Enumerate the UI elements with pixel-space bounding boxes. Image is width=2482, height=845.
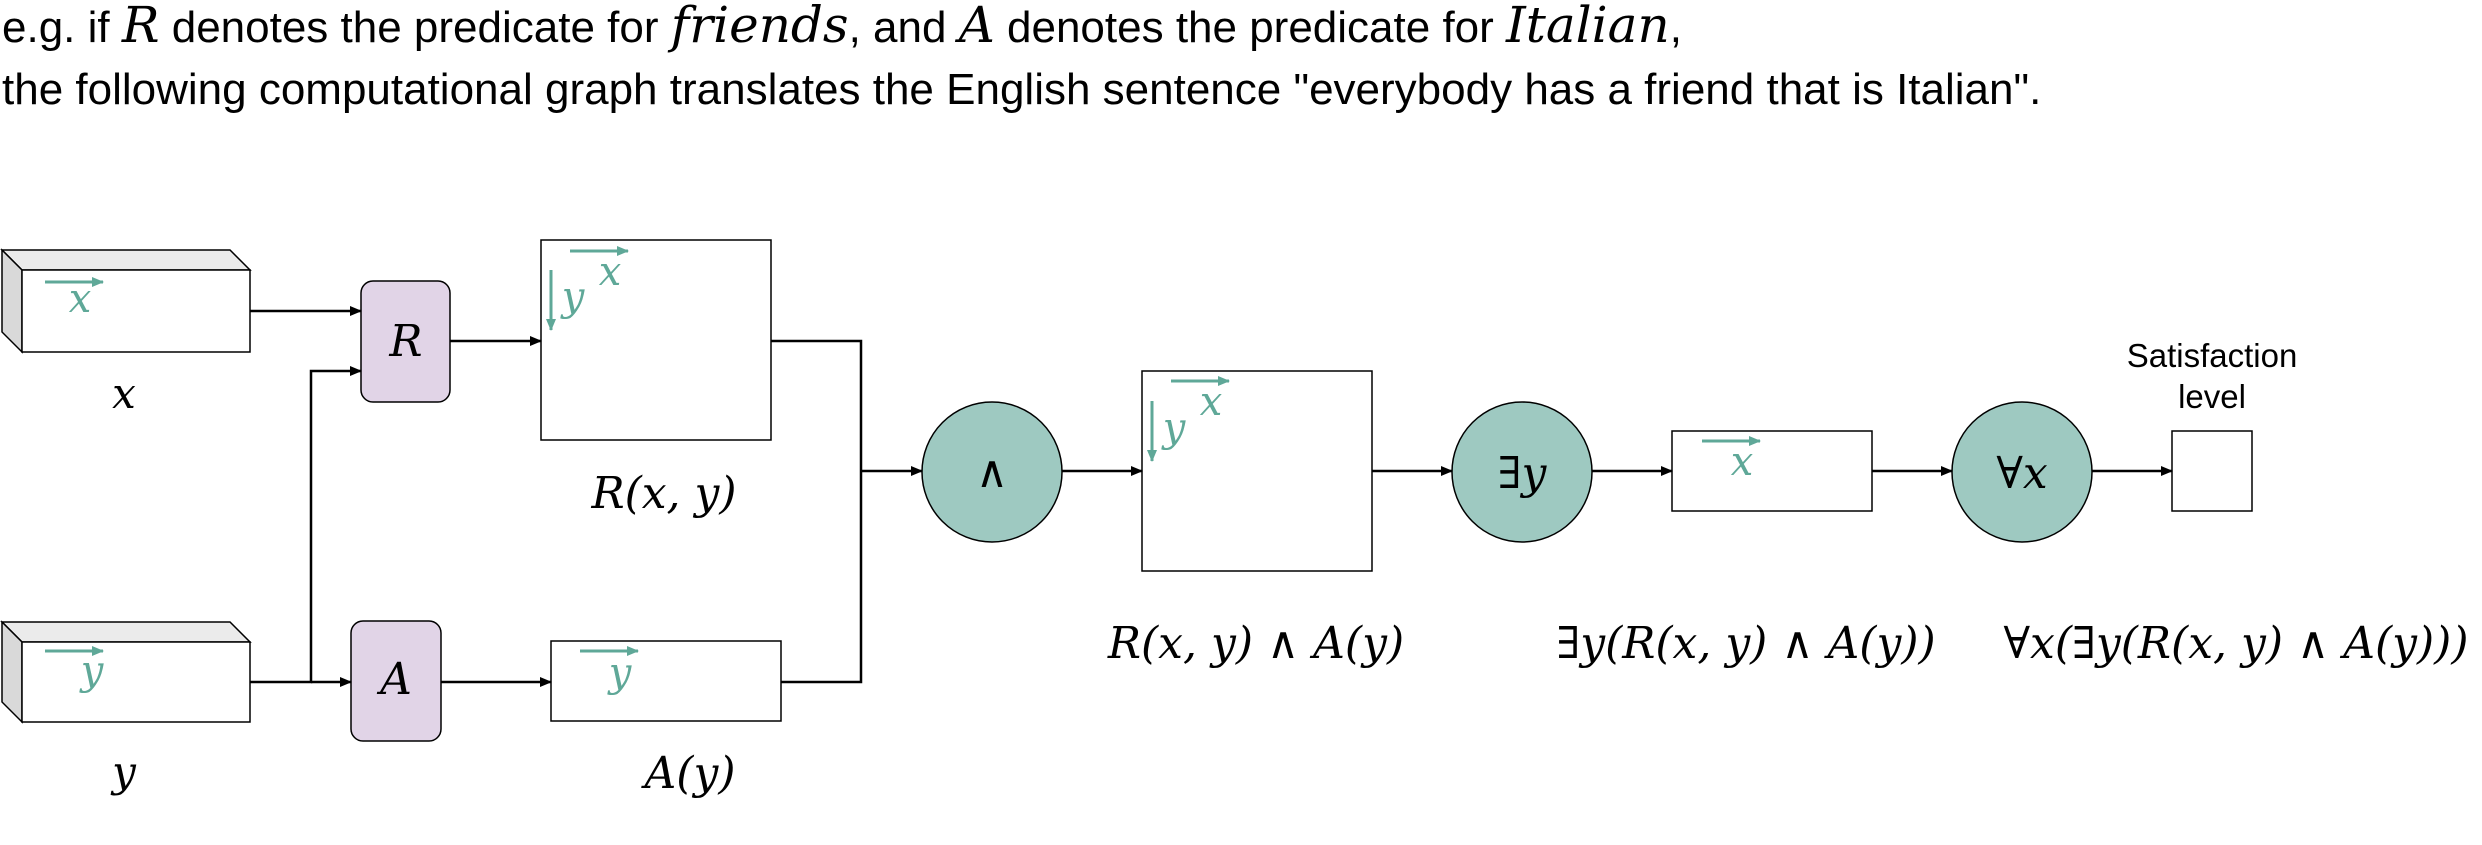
- tensor-ay-label: A(y): [641, 748, 736, 799]
- connectors: [250, 306, 2173, 687]
- and-y-axis-label: y: [1161, 405, 1187, 451]
- predicate-r-symbol: R: [388, 316, 422, 367]
- input-y-box: [0, 620, 252, 724]
- tensor-and-output: [1141, 370, 1373, 572]
- satisfaction-label-line-1: Satisfaction: [2127, 337, 2298, 374]
- input-x-axis-label: x: [69, 276, 92, 322]
- input-y-label: y: [110, 747, 137, 796]
- caption-line-2: the following computational graph transl…: [2, 65, 2041, 114]
- edge-merge: [771, 339, 863, 684]
- tensor-ay: [550, 640, 782, 722]
- satisfaction-level-box: [2171, 430, 2253, 512]
- tensor-forall-label: ∀x(∃y(R(x, y) ∧ A(y))): [2003, 618, 2468, 669]
- and-operator-symbol: ∧: [976, 447, 1008, 498]
- caption-line-1: e.g. if R denotes the predicate for frie…: [2, 0, 1682, 54]
- edge-y-to-r: [250, 366, 362, 684]
- satisfaction-label-line-2: level: [2178, 378, 2246, 415]
- rxy-y-axis-label: y: [560, 274, 586, 320]
- forall-operator-symbol: ∀x: [1996, 448, 2048, 499]
- exists-x-axis-label: x: [1731, 439, 1754, 485]
- tensor-exists-output: [1671, 430, 1873, 512]
- input-y-axis-label: y: [79, 648, 105, 694]
- tensor-exists-label: ∃y(R(x, y) ∧ A(y)): [1556, 618, 1935, 669]
- tensor-rxy: [540, 239, 772, 441]
- ay-y-axis-label: y: [607, 650, 633, 696]
- input-x-box: [0, 248, 252, 354]
- tensor-and-label: R(x, y) ∧ A(y): [1107, 618, 1404, 669]
- predicate-a-symbol: A: [376, 654, 412, 705]
- input-x-label: x: [112, 369, 136, 418]
- rxy-x-axis-label: x: [599, 249, 622, 295]
- and-x-axis-label: x: [1200, 379, 1223, 425]
- exists-operator-symbol: ∃y: [1498, 448, 1548, 499]
- tensor-rxy-label: R(x, y): [590, 468, 736, 519]
